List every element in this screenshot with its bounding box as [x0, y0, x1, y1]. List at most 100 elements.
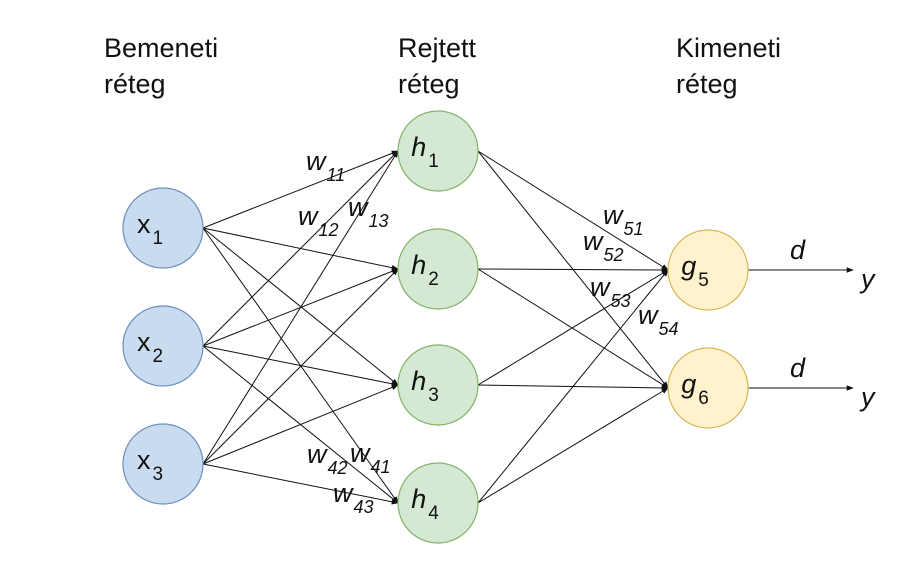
node-g6-subscript: 6 [698, 388, 709, 409]
edge-x3-h4 [202, 463, 399, 505]
connection-edges [202, 150, 854, 505]
node-h1-base: h [411, 132, 426, 162]
edge-h4-g6 [477, 387, 669, 504]
weight-w41: w41 [350, 438, 391, 477]
node-h3-subscript: 3 [428, 385, 439, 406]
weight-w13-subscript: 13 [369, 211, 389, 231]
output-layer-title-line1: Kimeneti [676, 33, 782, 63]
weight-w13-base: w [348, 192, 369, 222]
weight-w42-base: w [307, 439, 328, 469]
node-x1-subscript: 1 [152, 228, 163, 249]
weight-w43-subscript: 43 [354, 497, 374, 517]
node-h3-circle [397, 344, 479, 426]
node-h1-circle [397, 110, 479, 192]
node-x2-circle [122, 305, 204, 387]
edge-h1-g5 [477, 150, 669, 271]
node-g6-circle [667, 347, 749, 429]
node-h4-subscript: 4 [428, 503, 439, 524]
weight-w51-subscript: 51 [624, 219, 644, 239]
weight-w43-base: w [333, 478, 354, 508]
weight-w53-subscript: 53 [611, 291, 631, 311]
input-layer-title-line1: Bemeneti [104, 33, 219, 63]
node-x2-base: x [137, 327, 151, 357]
weight-w12: w12 [298, 201, 339, 240]
output-o1-d-label: d [790, 235, 806, 265]
weight-w13: w13 [348, 192, 389, 231]
edge-x2-h1 [202, 150, 399, 347]
input-layer-title: Bemeneti réteg [104, 30, 218, 102]
node-g5-subscript: 5 [698, 270, 709, 291]
output-labels: d y d y [790, 235, 876, 412]
output-layer-title-line2: réteg [676, 69, 738, 99]
node-h1-subscript: 1 [428, 151, 439, 172]
weight-w12-base: w [298, 201, 319, 231]
input-layer-title-line2: réteg [104, 69, 166, 99]
output-layer-title: Kimeneti réteg [676, 30, 781, 102]
hidden-layer-title: Rejtett réteg [398, 30, 476, 102]
node-x1-circle [122, 187, 204, 269]
hidden-layer-title-line1: Rejtett [398, 33, 477, 63]
weight-w51: w51 [603, 200, 644, 239]
output-o2-y-label: y [859, 382, 876, 412]
weight-w51-base: w [603, 200, 624, 230]
edge-x3-h3 [202, 384, 399, 465]
edge-h2-g5 [477, 267, 669, 273]
node-h2-base: h [411, 250, 426, 280]
weight-w41-subscript: 41 [371, 457, 391, 477]
weight-w43: w43 [333, 478, 374, 517]
weight-w52: w52 [583, 226, 624, 265]
weight-w42-subscript: 42 [328, 458, 348, 478]
weight-w54-base: w [638, 300, 659, 330]
node-x2-subscript: 2 [152, 346, 163, 367]
weight-w54-subscript: 54 [659, 319, 679, 339]
weight-w11-subscript: 11 [327, 165, 346, 185]
edge-x3-h1 [202, 150, 399, 465]
node-x3-circle [122, 423, 204, 505]
weight-w54: w54 [638, 300, 679, 339]
node-g5-circle [667, 229, 749, 311]
weight-w42: w42 [307, 439, 348, 478]
node-g5-base: g [681, 251, 696, 281]
weight-w53-base: w [590, 272, 611, 302]
weight-w11-base: w [306, 146, 327, 176]
node-h2-subscript: 2 [428, 269, 439, 290]
node-x1-base: x [137, 209, 151, 239]
node-h3-base: h [411, 366, 426, 396]
hidden-layer-title-line2: réteg [398, 69, 460, 99]
weight-w12-subscript: 12 [319, 220, 339, 240]
output-o2-d-label: d [790, 353, 806, 383]
weight-w52-subscript: 52 [604, 245, 624, 265]
edge-x1-h1 [202, 150, 399, 229]
output-o1-y-label: y [859, 264, 876, 294]
node-h2-circle [397, 228, 479, 310]
edge-x2-h3 [202, 345, 399, 387]
edge-x1-h3 [202, 227, 399, 386]
node-h4-circle [397, 462, 479, 544]
weight-w53: w53 [590, 272, 631, 311]
node-x3-subscript: 3 [152, 464, 163, 485]
weight-w11: w11 [306, 146, 345, 185]
edge-h2-g6 [477, 268, 669, 389]
node-g6-base: g [681, 369, 696, 399]
edge-h4-g5 [477, 269, 669, 504]
weight-w52-base: w [583, 226, 604, 256]
node-h4-base: h [411, 484, 426, 514]
